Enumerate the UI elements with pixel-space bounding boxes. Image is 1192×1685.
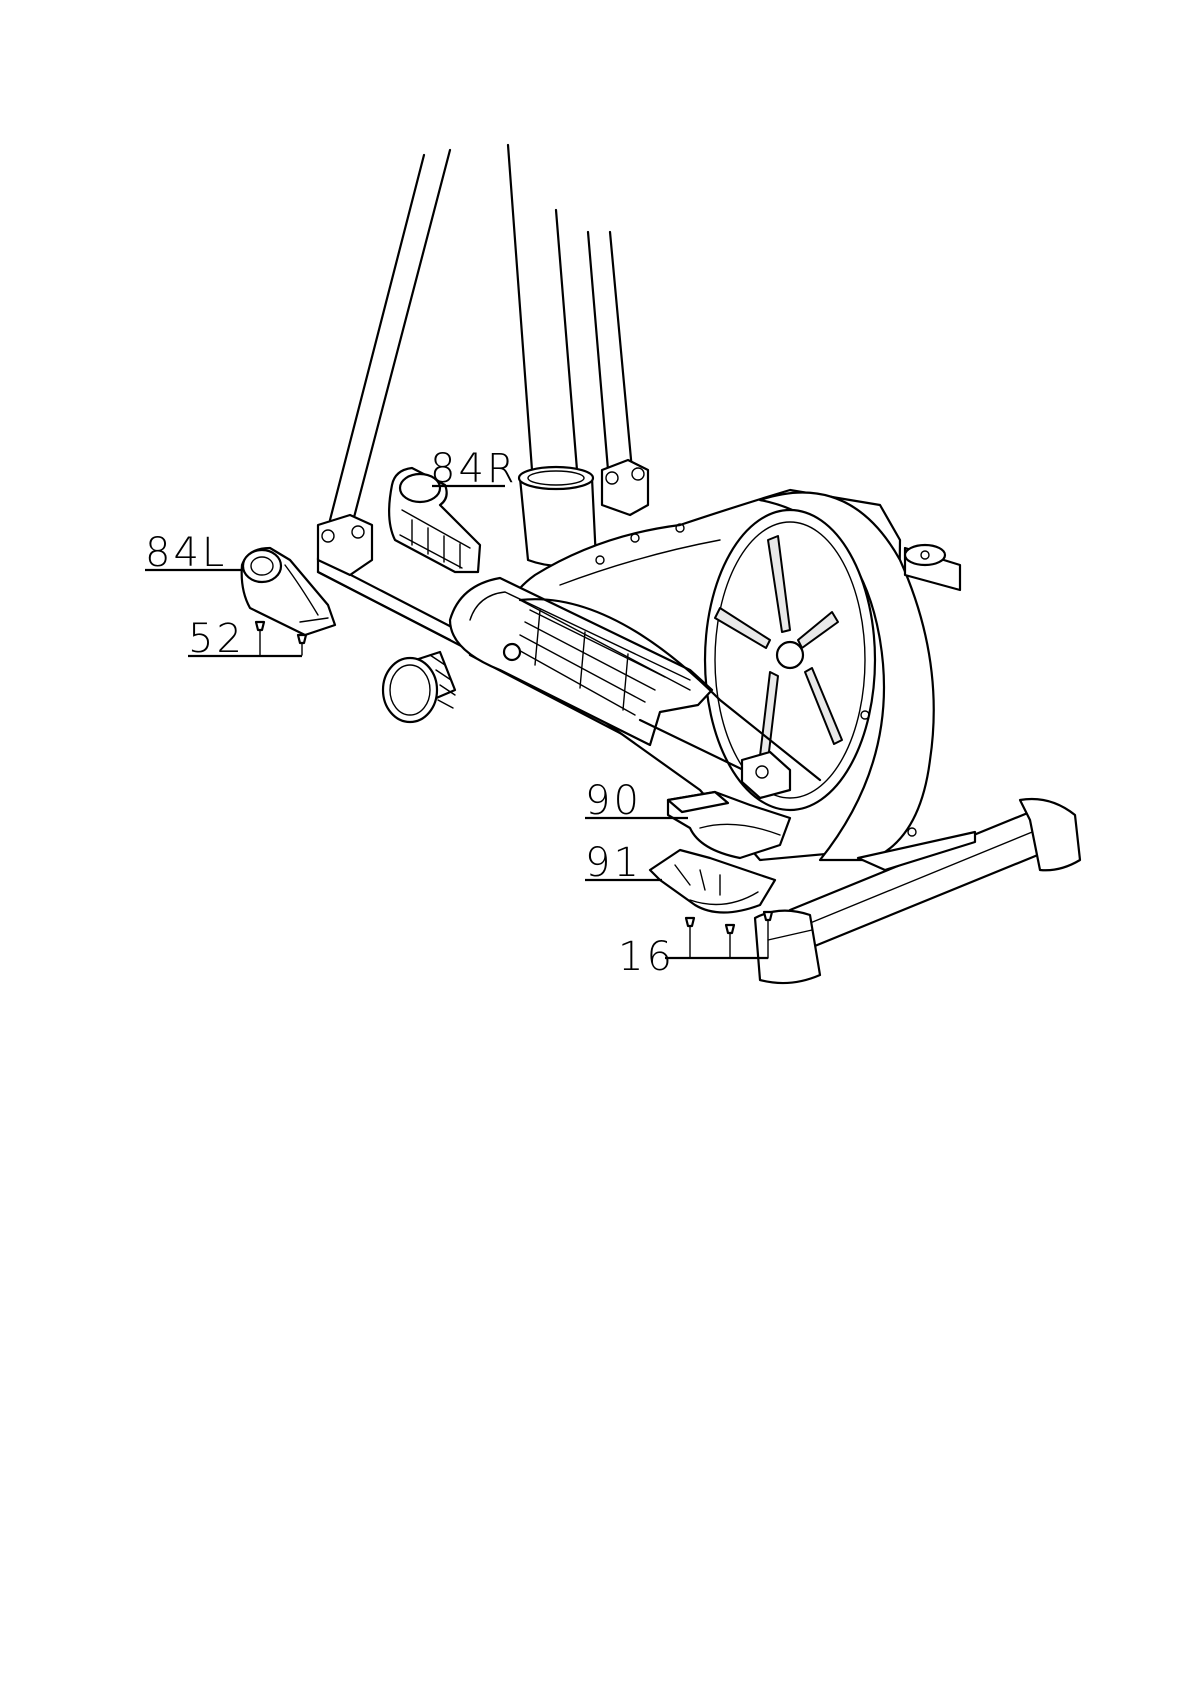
callout-84r: 84R [430,446,518,492]
callout-91: 91 [585,840,642,886]
callout-90: 90 [585,778,642,824]
adjustment-knob [383,652,455,722]
callout-52: 52 [188,616,245,662]
callout-16: 16 [618,934,675,980]
right-pivot-bracket [602,460,648,515]
center-mast-tubes [508,145,632,470]
callout-84l: 84L [145,530,227,576]
rear-axle-stub [905,545,960,590]
part-91-lower-cover [650,850,775,913]
